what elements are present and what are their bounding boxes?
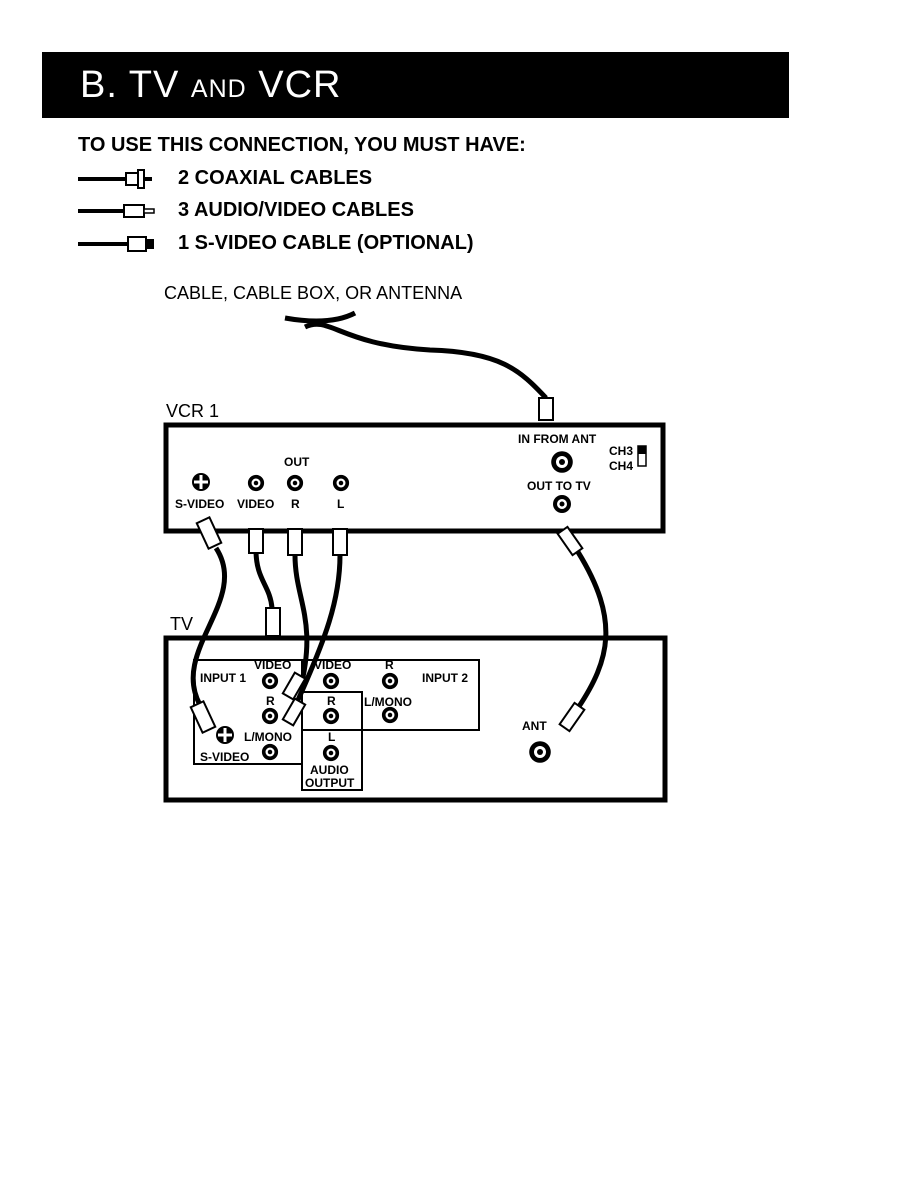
tv-audio-output-l-jack[interactable] [322, 744, 340, 762]
vcr-video-label: VIDEO [237, 497, 275, 511]
audio-r-plug-vcr [287, 528, 303, 556]
tv-input2-l-mono-label: L/MONO [364, 695, 412, 709]
tv-input1-label: INPUT 1 [200, 671, 247, 685]
vcr-out-to-tv-jack[interactable] [553, 495, 571, 513]
audio-l-plug-vcr [332, 528, 348, 556]
tv-audio-label: AUDIO [310, 763, 349, 777]
tv-input1-video-jack[interactable] [261, 672, 279, 690]
audio-plug-tv-1 [281, 671, 307, 701]
tv-input2-r-jack[interactable] [381, 672, 399, 690]
vcr-box [163, 422, 666, 534]
video-cable [253, 549, 275, 609]
tv-input2-video-label: VIDEO [314, 658, 352, 672]
tv-audio-output-panel [301, 691, 363, 791]
ch3-label: CH3 [609, 444, 634, 458]
tv-ant-label: ANT [522, 719, 547, 733]
switch-position-ch3 [638, 446, 646, 454]
vcr-out-label: OUT [284, 455, 310, 469]
requirement-label: 1 S-VIDEO CABLE (OPTIONAL) [178, 232, 474, 254]
s-video-cable-icon [78, 236, 154, 252]
tv-input2-video-jack[interactable] [322, 672, 340, 690]
title-and: AND [190, 75, 247, 103]
tv-output-label: OUTPUT [305, 776, 355, 790]
tv-input1-r-label: R [266, 694, 275, 708]
audio-plug-tv-2 [281, 697, 307, 727]
tv-title: TV [170, 614, 194, 634]
requirement-label: 3 AUDIO/VIDEO CABLES [178, 199, 414, 221]
tv-input2-l-mono-jack[interactable] [381, 706, 399, 724]
audio-r-cable [292, 554, 310, 691]
signal-source-label: CABLE, CABLE BOX, OR ANTENNA [164, 283, 463, 303]
vcr-s-video-label: S-VIDEO [175, 497, 225, 511]
tv-s-video-jack[interactable] [216, 726, 234, 744]
section-title: B. TV AND VCR [80, 64, 342, 107]
coax-connector-tv [558, 701, 586, 733]
section-banner: B. TV AND VCR [42, 52, 789, 118]
tv-input1-video-label: VIDEO [254, 658, 292, 672]
in-from-ant-label: IN FROM ANT [518, 432, 597, 446]
s-video-cable [190, 546, 228, 707]
s-video-plug-vcr [195, 516, 223, 550]
audio-l-cable [295, 554, 343, 702]
tv-input2-label: INPUT 2 [422, 671, 469, 685]
vcr-audio-r-out-jack[interactable] [286, 474, 304, 492]
antenna-cable-connector [538, 397, 554, 421]
vcr-l-label: L [337, 497, 345, 511]
vcr-title: VCR 1 [166, 401, 220, 421]
s-video-plug-tv [189, 700, 217, 734]
title-vcr: VCR [258, 64, 342, 106]
tv-box [163, 635, 668, 803]
requirements-heading: TO USE THIS CONNECTION, YOU MUST HAVE: [78, 134, 526, 156]
tv-ant-jack[interactable] [529, 741, 551, 763]
title-tv: TV [128, 64, 180, 106]
tv-audio-r-label: R [327, 694, 336, 708]
vcr-r-label: R [291, 497, 300, 511]
coaxial-cable-icon [78, 169, 152, 189]
video-cable-plug-vcr [248, 528, 264, 554]
section-letter: B. [80, 64, 118, 106]
vcr-video-out-jack[interactable] [247, 474, 265, 492]
tv-input1-r-jack[interactable] [261, 707, 279, 725]
tv-input2-r-label: R [385, 658, 394, 672]
requirement-label: 2 COAXIAL CABLES [178, 167, 373, 189]
coax-connector-vcr [556, 525, 584, 557]
vcr-audio-l-out-jack[interactable] [332, 474, 350, 492]
coaxial-cable-to-tv [575, 550, 609, 710]
tv-audio-l-label: L [328, 730, 336, 744]
out-to-tv-label: OUT TO TV [527, 479, 591, 493]
tv-input1-l-mono-label: L/MONO [244, 730, 292, 744]
ch4-label: CH4 [609, 459, 634, 473]
video-cable-coupler [265, 607, 281, 637]
vcr-in-from-ant-jack[interactable] [551, 451, 573, 473]
tv-audio-output-r-jack[interactable] [322, 707, 340, 725]
vcr-s-video-jack[interactable] [192, 473, 210, 491]
av-cable-icon [78, 204, 155, 218]
antenna-input-cable [284, 310, 548, 400]
tv-input1-l-mono-jack[interactable] [261, 743, 279, 761]
tv-s-video-label: S-VIDEO [200, 750, 250, 764]
